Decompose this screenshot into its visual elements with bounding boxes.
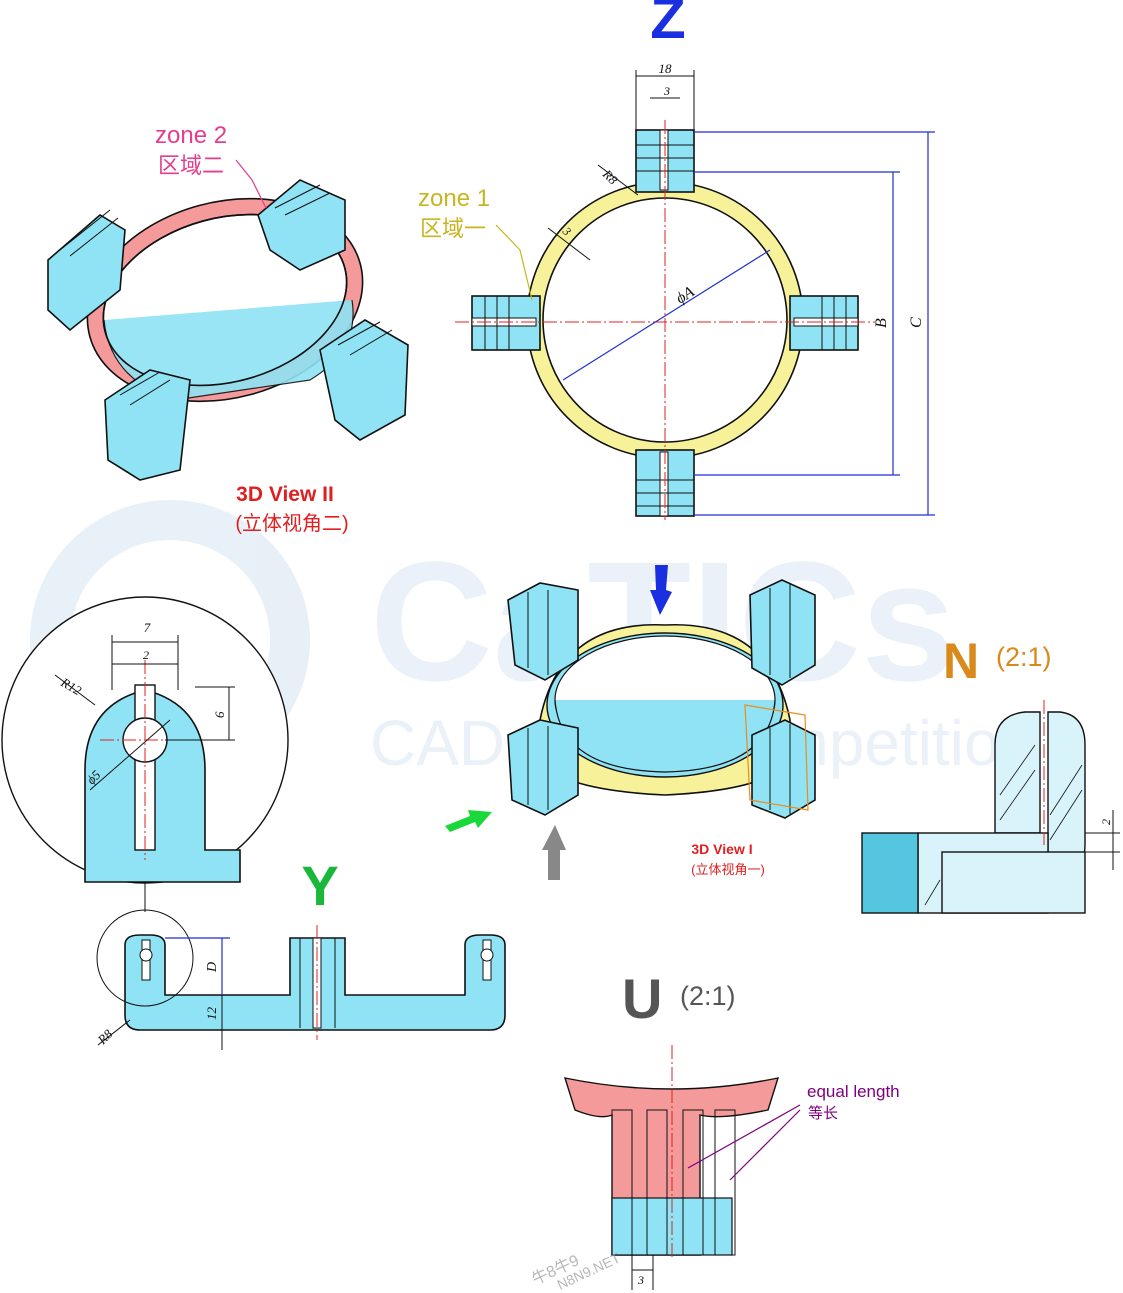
detail-circle-view: 7 2 6 R12 ϕ5 <box>1 596 289 884</box>
view-3d-2-drawing <box>47 179 409 481</box>
detail-n-drawing: 2 <box>861 700 1120 914</box>
view-marker-u: U <box>622 967 662 1030</box>
arrow-u-icon <box>542 825 566 880</box>
top-view-arm-left <box>471 295 541 351</box>
arrow-y-icon <box>445 810 492 832</box>
diameter-line <box>562 249 771 381</box>
detail-n-scale: (2:1) <box>996 642 1052 672</box>
3d1-arm-top-left <box>507 582 579 681</box>
dim-c-label: C <box>908 317 925 328</box>
zone2-label-cn: 区域二 <box>158 153 224 178</box>
top-view-arm-right <box>789 295 859 351</box>
3d2-arm-right <box>319 319 409 441</box>
zone1-label-cn: 区域一 <box>420 216 486 241</box>
dim-top-radius: R8 <box>599 166 621 188</box>
3d2-arm-top <box>257 179 346 271</box>
equal-length-label-cn: 等长 <box>808 1104 838 1122</box>
equal-length-leader-2 <box>729 1109 801 1181</box>
zone2-label: zone 2 <box>155 122 227 149</box>
detail-u-dim-slot: 3 <box>637 1273 644 1287</box>
equal-length-leader-1 <box>687 1104 801 1169</box>
detail-u-drawing: 3 <box>563 1045 801 1290</box>
detail-callout-circle <box>96 909 194 1007</box>
detail-dim-depth: 6 <box>212 711 227 718</box>
side-dim-12: 12 <box>204 1007 219 1021</box>
side-dim-d: D <box>205 962 220 973</box>
view-marker-z: Z <box>650 0 685 51</box>
side-view-drawing: D 12 R8 <box>94 909 506 1050</box>
dim-top-width: 18 <box>659 61 673 76</box>
view-marker-y: Y <box>301 854 338 917</box>
view-3d-2-title: 3D View II <box>236 483 334 506</box>
equal-length-label: equal length <box>807 1082 900 1101</box>
dim-b-label: B <box>873 318 890 328</box>
zone1-callout: zone 1 区域一 <box>418 185 533 301</box>
zone2-callout: zone 2 区域二 <box>155 122 267 209</box>
3d1-arm-bottom-left <box>507 719 579 816</box>
3d1-arm-bottom-right <box>751 719 816 819</box>
detail-dim-slot: 2 <box>143 648 149 662</box>
section-plane-n <box>744 704 809 811</box>
view-3d-1-title: 3D View I <box>691 841 752 857</box>
detail-dim-width: 7 <box>144 620 151 635</box>
3d2-arm-left <box>47 209 126 332</box>
view-marker-n: N <box>943 633 979 689</box>
3d1-arm-top-right <box>749 579 816 686</box>
detail-n-dim-gap: 2 <box>1099 819 1113 825</box>
view-3d-2-subtitle: (立体视角二) <box>235 512 348 535</box>
top-view-drawing: ϕA B C 18 3 R8 3 <box>455 61 935 520</box>
side-dim-radius: R8 <box>94 1026 116 1048</box>
detail-u-scale: (2:1) <box>680 981 736 1011</box>
dim-top-slot: 3 <box>663 84 670 98</box>
view-3d-1-drawing <box>445 565 816 880</box>
3d2-arm-bottom <box>104 369 191 481</box>
view-3d-1-subtitle: (立体视角一) <box>691 862 765 877</box>
zone1-label: zone 1 <box>418 185 490 212</box>
arrow-z-icon <box>650 565 672 615</box>
